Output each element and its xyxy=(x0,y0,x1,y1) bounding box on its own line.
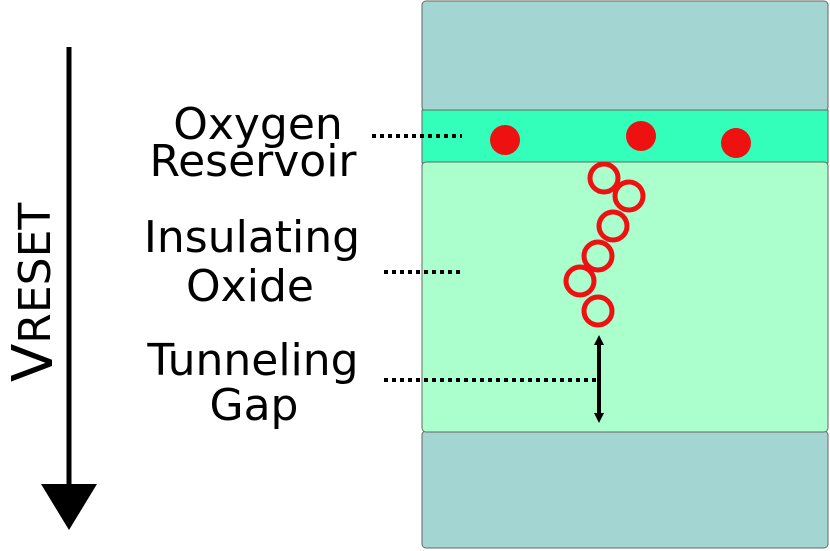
oxygen-vacancy xyxy=(563,264,597,298)
gap-label-line1: Tunneling xyxy=(146,335,358,386)
oxygen-ions xyxy=(490,121,751,158)
vreset-subscript: RESET xyxy=(10,203,61,344)
device-stack xyxy=(421,0,829,549)
oxygen-ion xyxy=(490,125,520,155)
oxygen-vacancy xyxy=(612,179,646,213)
reservoir-label-line2: Reservoir xyxy=(149,136,357,187)
vreset-arrow xyxy=(41,47,97,530)
vacancy-filament xyxy=(563,161,646,328)
reservoir-label-line1: Oxygen xyxy=(173,99,343,150)
oxygen-ion xyxy=(626,121,656,151)
oxide-label-line2: Oxide xyxy=(186,261,314,312)
vreset-label: VRESET xyxy=(1,203,66,382)
oxygen-vacancy xyxy=(581,294,615,328)
insulating-oxide-layer xyxy=(421,161,829,433)
oxygen-vacancy xyxy=(587,161,621,195)
gap-label-line2: Gap xyxy=(210,380,299,431)
oxygen-vacancy xyxy=(581,239,615,273)
oxygen-vacancy xyxy=(596,209,630,243)
oxygen-ion xyxy=(721,128,751,158)
vreset-symbol: V xyxy=(1,344,66,382)
bottom-electrode xyxy=(421,430,829,549)
vreset-arrowhead xyxy=(41,484,97,530)
top-electrode xyxy=(421,0,829,112)
leader-lines xyxy=(372,134,596,382)
oxide-label-line1: Insulating xyxy=(144,212,360,263)
oxygen-reservoir-layer xyxy=(421,109,829,164)
layer-labels: Oxygen Reservoir Insulating Oxide Tunnel… xyxy=(144,99,360,431)
